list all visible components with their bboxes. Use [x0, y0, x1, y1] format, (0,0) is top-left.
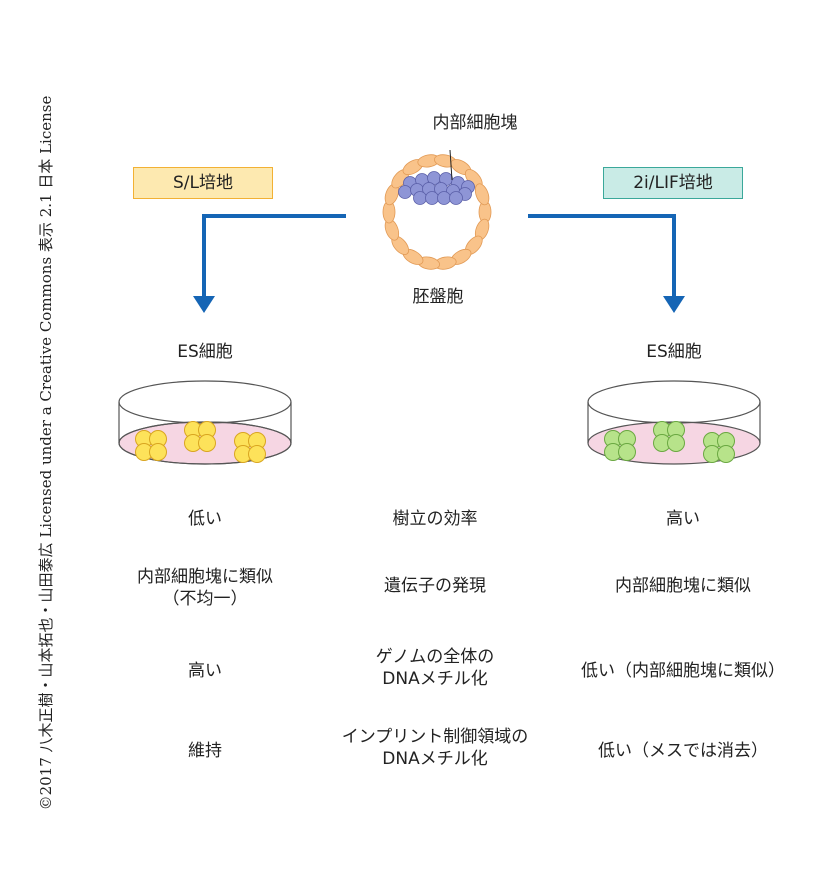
inner-cell-mass-cell — [413, 191, 427, 205]
comparison-text-line: 高い — [188, 661, 222, 681]
es-cell-left-label: ES細胞 — [177, 342, 233, 362]
comparison-text-line: ゲノムの全体の — [375, 647, 495, 667]
comparison-text-line: 低い（メスでは消去） — [598, 741, 768, 761]
comparison-criterion: 樹立の効率 — [320, 508, 550, 530]
comparison-text-line: 内部細胞塊に類似 — [137, 567, 273, 587]
inner-cell-mass-cell — [449, 191, 463, 205]
medium-2i-lif-label: 2i/LIF培地 — [603, 167, 743, 199]
inner-cell-mass-cell — [425, 191, 439, 205]
comparison-text-line: 高い — [666, 509, 700, 529]
comparison-criterion: 遺伝子の発現 — [320, 575, 550, 597]
blastocyst-label: 胚盤胞 — [412, 287, 464, 307]
comparison-text-line: DNAメチル化 — [382, 669, 488, 689]
colony-cell — [618, 443, 636, 461]
medium-sl-label: S/L培地 — [133, 167, 273, 199]
culture-dish-left — [118, 380, 292, 465]
comparison-text-line: 遺伝子の発現 — [384, 576, 486, 596]
comparison-text-line: （不均一） — [162, 589, 248, 609]
colony-cell — [667, 434, 685, 452]
blastocyst-icon — [382, 149, 492, 270]
colony-cell — [198, 434, 216, 452]
comparison-right-value: 内部細胞塊に類似 — [548, 575, 818, 597]
comparison-text-line: 内部細胞塊に類似 — [615, 576, 751, 596]
inner-cell-mass-cell — [398, 185, 412, 199]
comparison-left-value: 高い — [90, 660, 320, 682]
comparison-text-line: 低い（内部細胞塊に類似） — [581, 661, 785, 681]
comparison-left-value: 低い — [90, 508, 320, 530]
comparison-left-value: 内部細胞塊に類似（不均一） — [90, 566, 320, 610]
colony-cell — [717, 445, 735, 463]
comparison-text-line: 維持 — [188, 741, 222, 761]
arrow-left — [202, 214, 346, 298]
inner-cell-mass-cell — [437, 191, 451, 205]
inner-cell-mass-label: 内部細胞塊 — [432, 113, 518, 133]
comparison-text-line: 樹立の効率 — [392, 509, 478, 529]
arrow-left-head — [193, 296, 215, 313]
comparison-right-value: 高い — [548, 508, 818, 530]
comparison-left-value: 維持 — [90, 740, 320, 762]
comparison-right-value: 低い（メスでは消去） — [548, 740, 818, 762]
trophectoderm-cell — [474, 183, 490, 206]
comparison-text-line: インプリント制御領域の — [341, 727, 529, 747]
arrow-right — [528, 214, 676, 298]
comparison-text-line: DNAメチル化 — [382, 749, 488, 769]
comparison-text-line: 低い — [188, 509, 222, 529]
comparison-right-value: 低い（内部細胞塊に類似） — [548, 660, 818, 682]
es-cell-right-label: ES細胞 — [646, 342, 702, 362]
colony-cell — [149, 443, 167, 461]
arrow-right-head — [663, 296, 685, 313]
colony-cell — [248, 445, 266, 463]
culture-dish-right — [587, 380, 761, 465]
